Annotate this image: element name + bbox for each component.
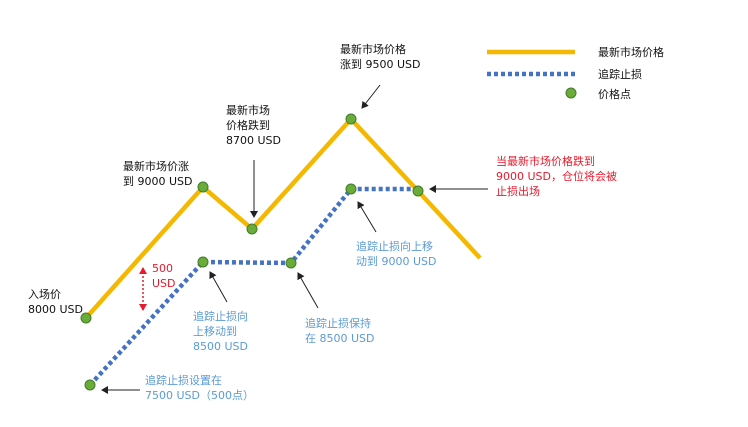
rise-9500-label: 最新市场价格 涨到 9500 USD [340,42,421,71]
price-points [80,113,424,391]
stop-point [84,379,96,391]
pointer-arrows [101,84,488,394]
legend-stop-label: 追踪止损 [598,67,642,81]
legend: 最新市场价格 追踪止损 价格点 [487,45,664,101]
price-point [246,223,258,235]
stop-point [345,183,357,195]
stop-up-8500-label: 追踪止损向 上移动到 8500 USD [193,309,252,353]
rise-9000-label: 最新市场价涨 到 9000 USD [123,159,193,188]
legend-point-label: 价格点 [598,87,631,101]
legend-point-swatch [565,87,577,99]
stop-point [285,257,297,269]
arrow-to-9500 [361,84,381,109]
market-price-line [84,115,482,320]
stop-point [197,256,209,268]
trailing-stop-line [88,186,418,387]
price-point [345,113,357,125]
distance-label: 500 USD [152,262,177,290]
arrow-stop-9000 [357,201,377,233]
fall-8700-label: 最新市场 价格跌到 8700 USD [226,103,281,147]
price-point [80,312,92,324]
price-point [197,181,209,193]
legend-price-label: 最新市场价格 [598,45,664,59]
stop-hold-label: 追踪止损保持 在 8500 USD [305,316,375,345]
price-point [412,185,424,197]
stop-set-label: 追踪止损设置在 7500 USD（500点） [145,373,254,402]
arrow-stop-8500 [209,271,228,303]
entry-label: 入场价 8000 USD [28,287,83,316]
stop-up-9000-label: 追踪止损向上移 动到 9000 USD [356,239,437,268]
arrow-stop-hold [297,272,319,309]
stop-out-label: 当最新市场价格跌到 9000 USD，仓位将会被 止损出场 [496,154,621,198]
